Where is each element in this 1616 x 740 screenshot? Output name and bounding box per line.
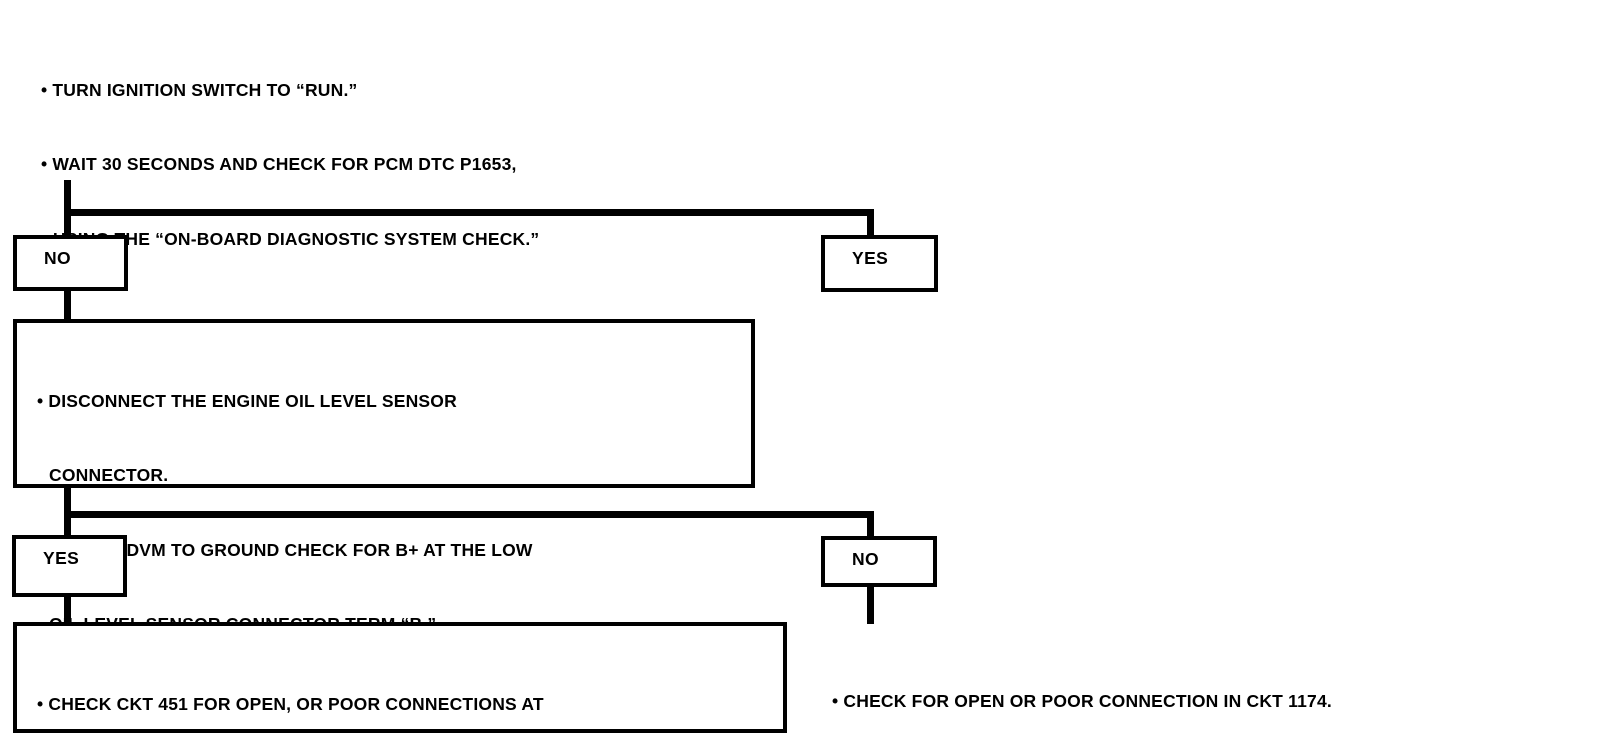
connector-row1-right-down: [867, 209, 874, 239]
connector-row2-yes-down: [64, 596, 71, 624]
step1-line-2: • WAIT 30 SECONDS AND CHECK FOR PCM DTC …: [41, 154, 517, 175]
step1-line-1: • TURN IGNITION SWITCH TO “RUN.”: [41, 79, 358, 100]
step1-spacer: [41, 301, 539, 313]
connector-row1-horizontal: [64, 209, 874, 216]
result-right-box: • CHECK FOR OPEN OR POOR CONNECTION IN C…: [805, 622, 1595, 711]
result-left-box: • CHECK CKT 451 FOR OPEN, OR POOR CONNEC…: [13, 622, 787, 733]
result-left-text: • CHECK CKT 451 FOR OPEN, OR POOR CONNEC…: [37, 642, 544, 740]
connector-row1-no-down: [64, 290, 71, 320]
connector-row2-right-down: [867, 511, 874, 538]
branch-row2-yes-box: YES: [12, 535, 127, 597]
result-right-line-1: • CHECK FOR OPEN OR POOR CONNECTION IN C…: [832, 690, 1332, 711]
step2-box: • DISCONNECT THE ENGINE OIL LEVEL SENSOR…: [13, 319, 755, 709]
branch-row1-no-box: NO: [13, 235, 128, 291]
branch-row2-no-box: NO: [821, 536, 937, 587]
connector-row2-no-down: [867, 586, 874, 624]
branch-row1-yes-box: YES: [821, 235, 938, 292]
step1-box: • TURN IGNITION SWITCH TO “RUN.” • WAIT …: [14, 5, 786, 385]
connector-step1-down: [64, 180, 71, 236]
step2-line-1: • DISCONNECT THE ENGINE OIL LEVEL SENSOR: [37, 390, 457, 411]
branch-row1-no-label: NO: [44, 248, 72, 268]
connector-row2-horizontal: [64, 511, 874, 518]
step2-line-2: CONNECTOR.: [49, 465, 169, 486]
result-left-line-1: • CHECK CKT 451 FOR OPEN, OR POOR CONNEC…: [37, 693, 544, 714]
branch-row1-yes-label: YES: [852, 248, 889, 268]
branch-row2-no-label: NO: [852, 549, 880, 569]
result-right-text: • CHECK FOR OPEN OR POOR CONNECTION IN C…: [832, 639, 1332, 740]
branch-row2-yes-label: YES: [43, 548, 80, 568]
